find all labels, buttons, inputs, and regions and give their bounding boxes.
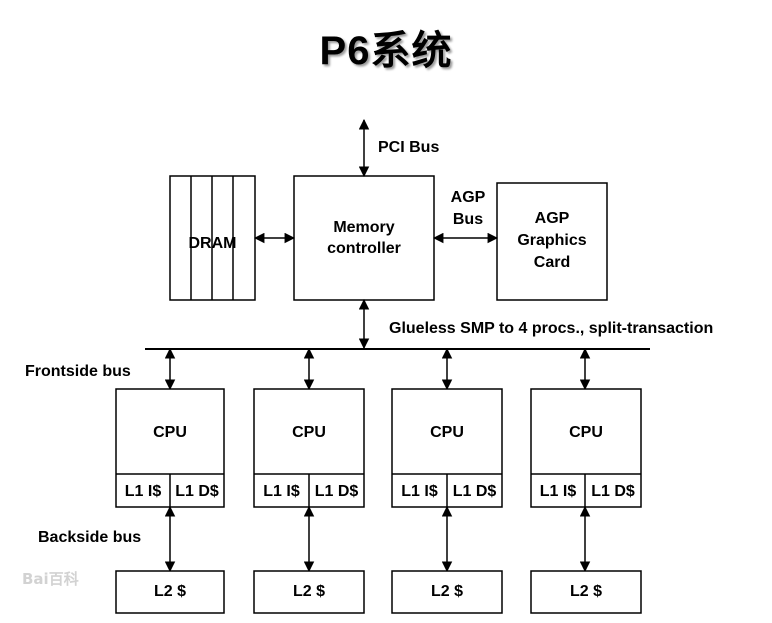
cpu-group-4	[530, 347, 642, 614]
l1-icache-label: L1 I$	[401, 483, 438, 500]
l1-dcache-label: L1 D$	[452, 483, 497, 500]
l1-icache-label: L1 I$	[124, 483, 162, 500]
l1-dcache-label: L1 D$	[175, 483, 219, 500]
agp-card-label-line3: Card	[533, 254, 571, 271]
l1-icache-label: L1 I$	[539, 483, 577, 500]
l1-dcache-label: L1 D$	[591, 483, 635, 500]
cpu-group-1	[115, 347, 225, 614]
memory-controller-label-line2: controller	[327, 240, 401, 257]
l2-cache-label: L2 $	[430, 583, 463, 600]
agp-card-label-line2: Graphics	[517, 232, 587, 249]
cpu-group-3	[391, 347, 503, 614]
l1-dcache-label: L1 D$	[314, 483, 359, 500]
l2-cache-label: L2 $	[292, 583, 325, 600]
agp-bus-label-line2: Bus	[452, 211, 484, 228]
backside-bus-label: Backside bus	[38, 529, 142, 546]
memory-controller-label-line1: Memory	[333, 219, 395, 236]
page-title: P6系统	[319, 29, 453, 73]
cpu-label: CPU	[569, 424, 603, 441]
agp-card-label-line1: AGP	[534, 210, 570, 227]
dram-label: DRAM	[188, 235, 237, 252]
cpu-label: CPU	[430, 424, 464, 441]
memory-controller-block	[293, 175, 435, 301]
cpu-label: CPU	[153, 424, 187, 441]
agp-card-block	[496, 182, 608, 301]
dram-block	[169, 175, 256, 301]
l1-icache-label: L1 I$	[263, 483, 300, 500]
cpu-group-2	[253, 347, 365, 614]
agp-bus-label-line1: AGP	[450, 189, 486, 206]
frontside-bus-label: Frontside bus	[25, 363, 131, 380]
pci-bus-label: PCI Bus	[378, 139, 440, 156]
l2-cache-label: L2 $	[569, 583, 602, 600]
smp-note-label: Glueless SMP to 4 procs., split-transact…	[389, 320, 714, 337]
l2-cache-label: L2 $	[153, 583, 186, 600]
baidu-watermark: Bai百科	[22, 570, 79, 588]
cpu-label: CPU	[292, 424, 326, 441]
